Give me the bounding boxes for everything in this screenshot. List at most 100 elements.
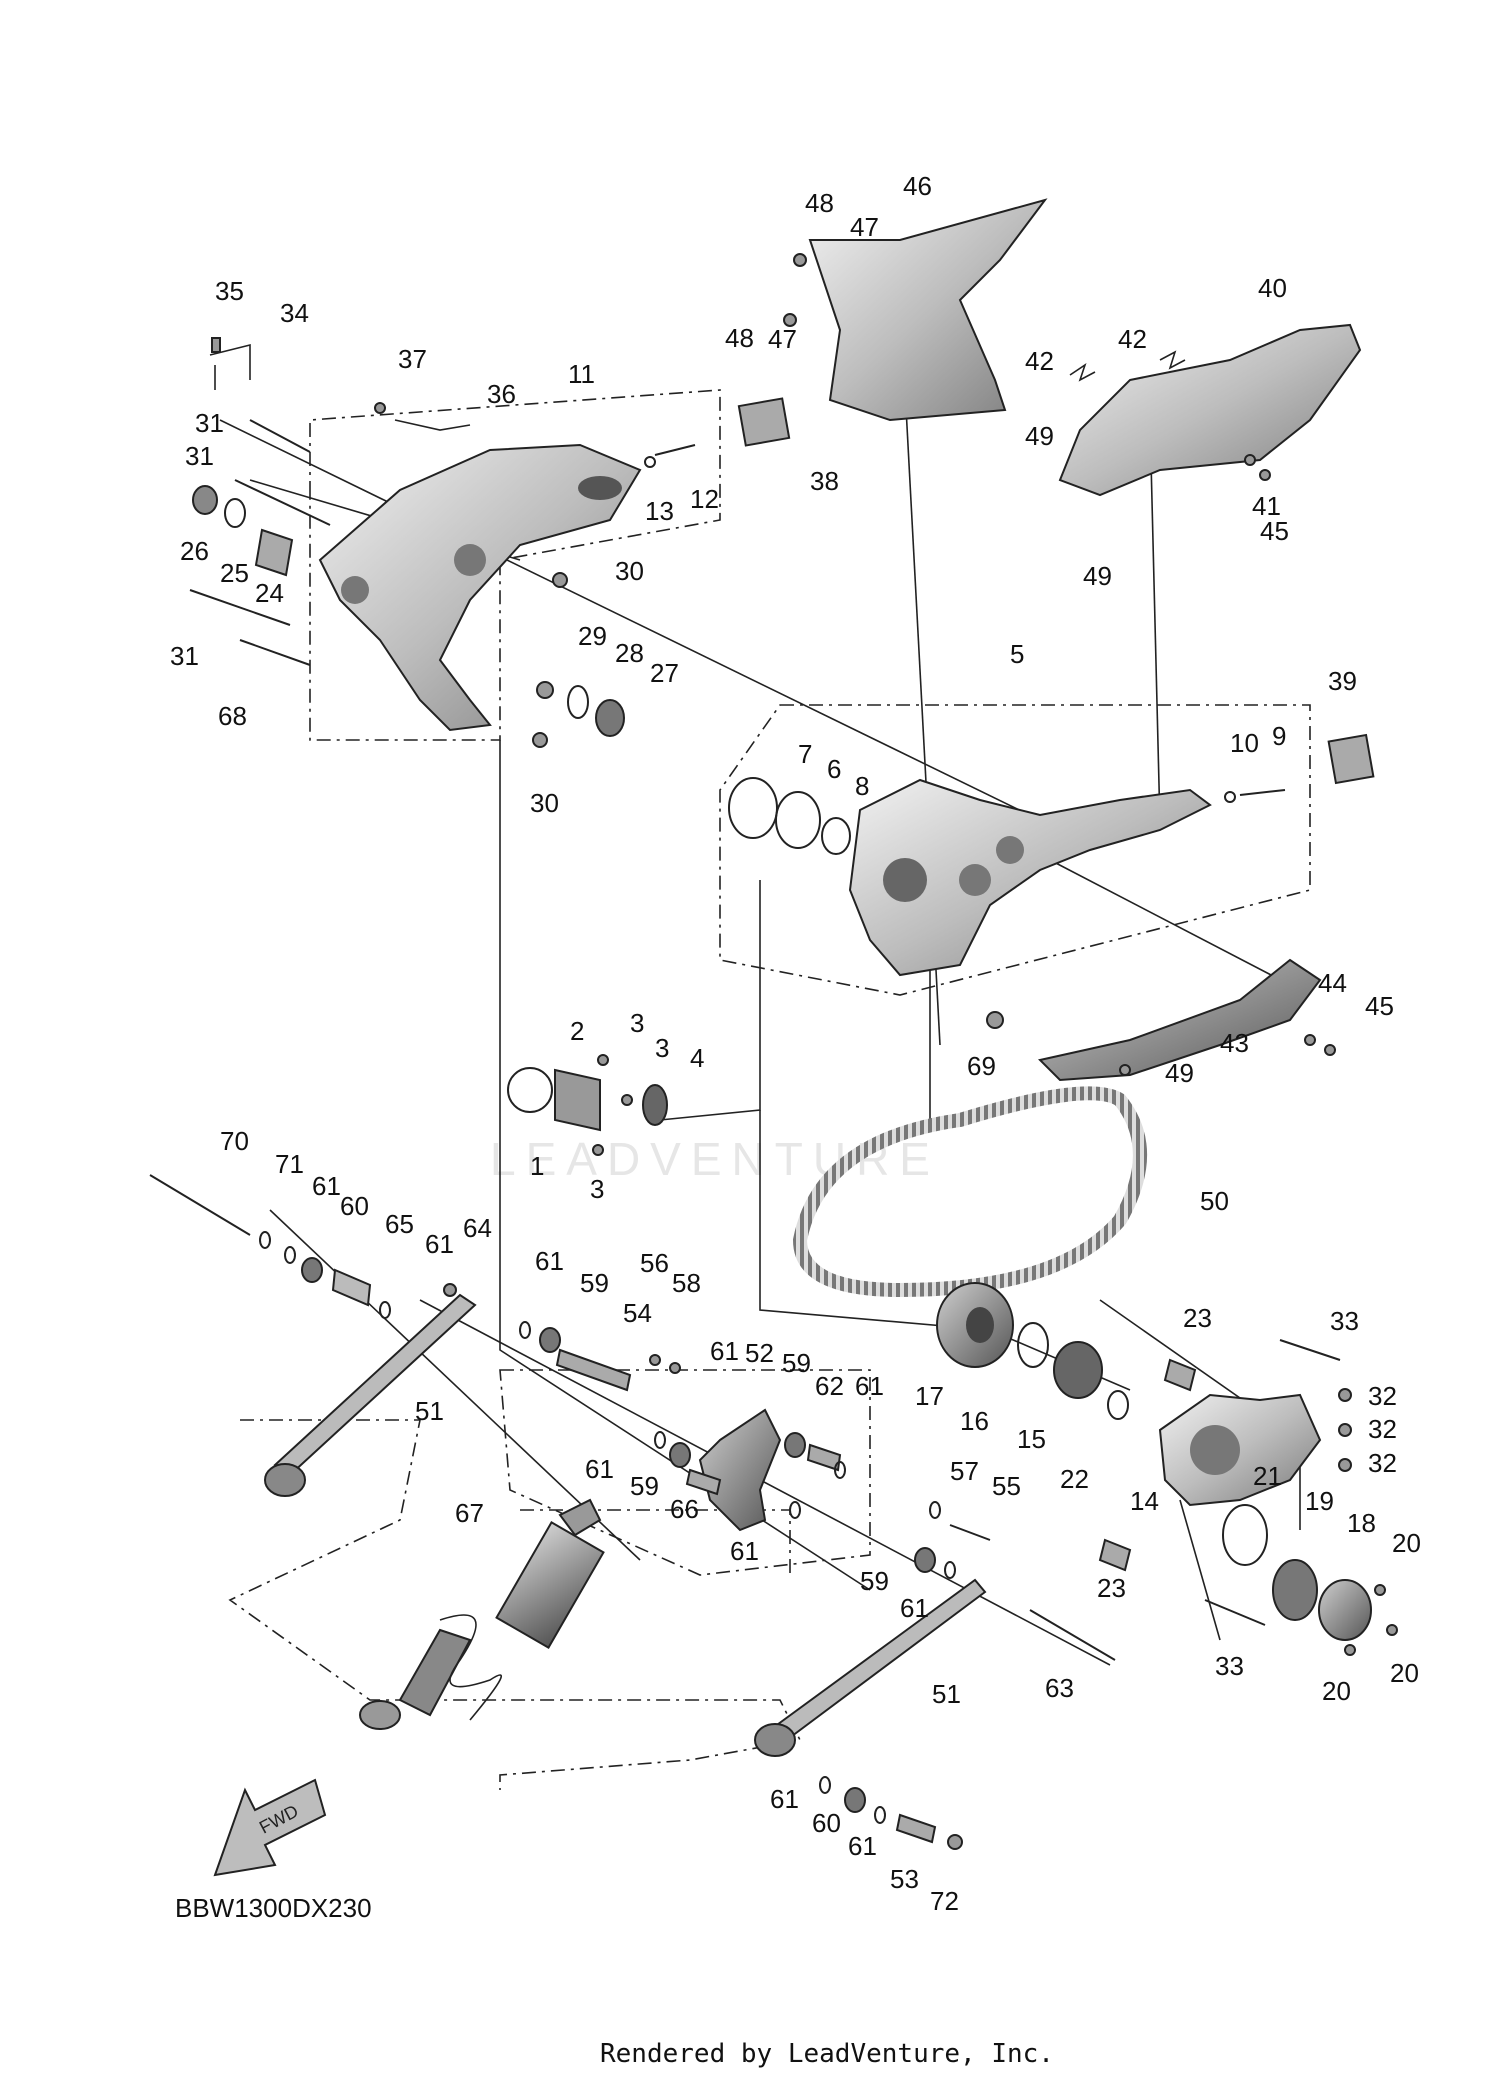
- group-outlines: [309, 389, 1311, 1576]
- callout-33: 33: [1330, 1306, 1359, 1336]
- callout-37: 37: [398, 344, 427, 374]
- callout-30: 30: [615, 556, 644, 586]
- callout-16: 16: [960, 1406, 989, 1436]
- callout-32: 32: [1368, 1448, 1397, 1478]
- callout-70: 70: [220, 1126, 249, 1156]
- callout-12: 12: [690, 484, 719, 514]
- callout-61: 61: [535, 1246, 564, 1276]
- callout-58: 58: [672, 1268, 701, 1298]
- callout-42: 42: [1118, 324, 1147, 354]
- callout-27: 27: [650, 658, 679, 688]
- callout-41: 41: [1252, 491, 1281, 521]
- callout-68: 68: [218, 701, 247, 731]
- callout-60: 60: [812, 1808, 841, 1838]
- callout-56: 56: [640, 1248, 669, 1278]
- callout-26: 26: [180, 536, 209, 566]
- callout-24: 24: [255, 578, 284, 608]
- rod-51-upper: [273, 1293, 477, 1477]
- callout-45: 45: [1260, 516, 1289, 546]
- relay-arm-52: [698, 1408, 782, 1532]
- callout-30: 30: [530, 788, 559, 818]
- callout-20: 20: [1322, 1676, 1351, 1706]
- belt-50: [792, 1086, 1147, 1298]
- callout-62: 62: [815, 1371, 844, 1401]
- callout-3: 3: [590, 1174, 604, 1204]
- rod-51-lower: [768, 1578, 987, 1747]
- callout-44: 44: [1318, 968, 1347, 998]
- callout-60: 60: [340, 1191, 369, 1221]
- footer-credit: Rendered by LeadVenture, Inc.: [600, 2039, 1054, 2069]
- callout-55: 55: [992, 1471, 1021, 1501]
- callout-65: 65: [385, 1209, 414, 1239]
- callout-10: 10: [1230, 728, 1259, 758]
- callout-72: 72: [930, 1886, 959, 1916]
- callout-8: 8: [855, 771, 869, 801]
- callout-61: 61: [312, 1171, 341, 1201]
- callout-49: 49: [1165, 1058, 1194, 1088]
- swingarm-5: [848, 778, 1212, 977]
- callout-5: 5: [1010, 639, 1024, 669]
- callout-19: 19: [1305, 1486, 1334, 1516]
- callout-49: 49: [1025, 421, 1054, 451]
- guard-46: [808, 198, 1048, 422]
- callout-40: 40: [1258, 273, 1287, 303]
- callout-61: 61: [848, 1831, 877, 1861]
- callout-66: 66: [670, 1494, 699, 1524]
- callout-1: 1: [530, 1151, 544, 1181]
- callout-51: 51: [415, 1396, 444, 1426]
- callout-57: 57: [950, 1456, 979, 1486]
- callout-9: 9: [1272, 721, 1286, 751]
- shock-67: [359, 1498, 605, 1730]
- callout-29: 29: [578, 621, 607, 651]
- callout-23: 23: [1097, 1573, 1126, 1603]
- callout-33: 33: [1215, 1651, 1244, 1681]
- callout-63: 63: [1045, 1673, 1074, 1703]
- callout-47: 47: [850, 212, 879, 242]
- callout-59: 59: [630, 1471, 659, 1501]
- callout-3: 3: [655, 1033, 669, 1063]
- callout-35: 35: [215, 276, 244, 306]
- callout-23: 23: [1183, 1303, 1212, 1333]
- diagram-code: BBW1300DX230: [175, 1893, 372, 1923]
- callout-21: 21: [1253, 1461, 1282, 1491]
- callout-67: 67: [455, 1498, 484, 1528]
- callout-22: 22: [1060, 1464, 1089, 1494]
- callout-61: 61: [585, 1454, 614, 1484]
- callout-47: 47: [768, 324, 797, 354]
- bracket-11: [318, 443, 642, 732]
- callout-42: 42: [1025, 346, 1054, 376]
- guard-43: [1038, 958, 1322, 1082]
- fwd-arrow-icon: FWD: [213, 1778, 327, 1877]
- callout-15: 15: [1017, 1424, 1046, 1454]
- callout-61: 61: [710, 1336, 739, 1366]
- callout-53: 53: [890, 1864, 919, 1894]
- callout-11: 11: [568, 359, 595, 389]
- callout-39: 39: [1328, 666, 1357, 696]
- callout-59: 59: [580, 1268, 609, 1298]
- callout-3: 3: [630, 1008, 644, 1038]
- callout-2: 2: [570, 1016, 584, 1046]
- callout-52: 52: [745, 1338, 774, 1368]
- callout-17: 17: [915, 1381, 944, 1411]
- callout-43: 43: [1220, 1028, 1249, 1058]
- callout-49: 49: [1083, 561, 1112, 591]
- callout-20: 20: [1392, 1528, 1421, 1558]
- callout-48: 48: [805, 188, 834, 218]
- callout-45: 45: [1365, 991, 1394, 1021]
- callout-31: 31: [170, 641, 199, 671]
- callout-46: 46: [903, 171, 932, 201]
- callout-20: 20: [1390, 1658, 1419, 1688]
- callout-48: 48: [725, 323, 754, 353]
- callout-54: 54: [623, 1298, 652, 1328]
- fender-40: [1058, 323, 1362, 497]
- callout-6: 6: [827, 754, 841, 784]
- callout-7: 7: [798, 739, 812, 769]
- callout-38: 38: [810, 466, 839, 496]
- callout-61: 61: [425, 1229, 454, 1259]
- callout-4: 4: [690, 1043, 704, 1073]
- callout-31: 31: [185, 441, 214, 471]
- parts: FWD: [149, 198, 1398, 1877]
- callout-32: 32: [1368, 1414, 1397, 1444]
